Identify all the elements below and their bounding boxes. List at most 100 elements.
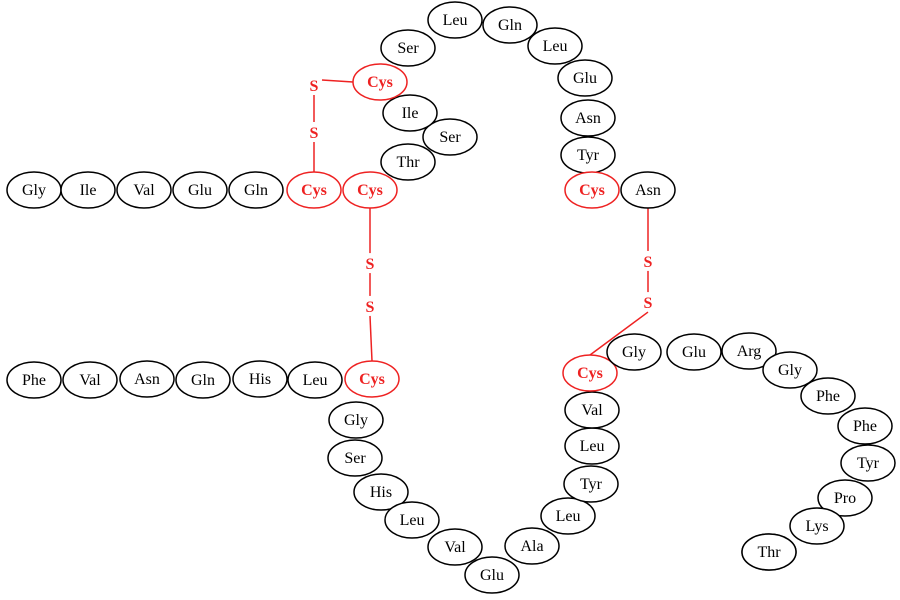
residue-oval (557, 59, 613, 97)
residue-label: Tyr (857, 455, 880, 472)
residue-label: Cys (579, 182, 605, 199)
sulfur-label: S (644, 254, 653, 271)
residue-label: Arg (737, 343, 762, 360)
residue-oval (353, 473, 409, 511)
residue-b5: His (232, 360, 288, 398)
residue-label: Cys (577, 365, 603, 382)
residue-oval (427, 1, 483, 39)
residue-oval (232, 360, 288, 398)
residue-b29: Lys (789, 507, 845, 545)
residue-b10: His (353, 473, 409, 511)
residue-b28: Pro (817, 479, 873, 517)
residue-b26: Tyr (840, 444, 896, 482)
residue-oval (560, 99, 616, 137)
residue-label: Ile (402, 105, 419, 122)
residue-b24: Phe (800, 377, 856, 415)
residue-label: Glu (573, 70, 597, 87)
residue-label: Glu (188, 182, 212, 199)
residue-label: Ser (439, 129, 461, 146)
residue-b21: Glu (666, 333, 722, 371)
residue-oval (175, 361, 231, 399)
residue-label: Gly (344, 412, 368, 429)
residue-b3: Asn (119, 360, 175, 398)
residue-a14: Gln (482, 6, 538, 44)
residue-a7: Cys (342, 171, 398, 209)
residue-label: Cys (359, 371, 385, 388)
residue-a6: Cys (286, 171, 342, 209)
residue-b20: Gly (606, 333, 662, 371)
residue-oval (352, 63, 408, 101)
residue-oval (837, 407, 893, 445)
residue-label: Asn (134, 371, 160, 388)
residue-b15: Leu (540, 497, 596, 535)
residue-oval (342, 171, 398, 209)
residue-label: Val (133, 182, 155, 199)
residue-label: Asn (575, 110, 601, 127)
residue-oval (344, 360, 400, 398)
residue-label: Cys (367, 74, 393, 91)
residue-b9: Ser (327, 439, 383, 477)
residue-label: Pro (834, 490, 856, 507)
residue-oval (527, 27, 583, 65)
residue-oval (327, 439, 383, 477)
residue-oval (62, 361, 118, 399)
residue-label: Val (444, 539, 466, 556)
residue-oval (789, 507, 845, 545)
residue-oval (817, 479, 873, 517)
residue-b16: Tyr (563, 465, 619, 503)
residue-a11: Cys (352, 63, 408, 101)
residue-oval (427, 528, 483, 566)
residue-label: Thr (396, 154, 420, 171)
residue-b14: Ala (504, 527, 560, 565)
residue-label: Gln (244, 182, 268, 199)
residue-oval (422, 118, 478, 156)
residue-oval (380, 29, 436, 67)
residue-b17: Leu (564, 427, 620, 465)
residue-oval (762, 351, 818, 389)
residue-label: Glu (682, 344, 706, 361)
residue-label: Ala (520, 538, 543, 555)
residue-b11: Leu (384, 501, 440, 539)
residue-label: Gln (498, 17, 522, 34)
residue-oval (380, 143, 436, 181)
residue-oval (482, 6, 538, 44)
residue-a8: Thr (380, 143, 436, 181)
sulfur-label: S (366, 299, 375, 316)
residue-a5: Gln (228, 171, 284, 209)
disulfide-bond-line (589, 311, 649, 356)
residue-oval (800, 377, 856, 415)
residue-label: Cys (301, 182, 327, 199)
residue-label: Ile (80, 182, 97, 199)
residue-a10: Ile (382, 94, 438, 132)
residue-a1: Gly (6, 171, 62, 209)
residue-b19: Cys (562, 354, 618, 392)
residue-oval (741, 533, 797, 571)
residue-a13: Leu (427, 1, 483, 39)
residue-oval (464, 556, 520, 594)
residue-label: Val (581, 402, 603, 419)
residue-oval (840, 444, 896, 482)
residue-label: Val (79, 372, 101, 389)
residue-oval (666, 333, 722, 371)
residue-oval (384, 501, 440, 539)
residue-label: Leu (580, 438, 605, 455)
residue-label: Phe (853, 418, 877, 435)
residue-b13: Glu (464, 556, 520, 594)
residue-oval (721, 332, 777, 370)
residue-b6: Leu (287, 361, 343, 399)
residue-a18: Tyr (560, 136, 616, 174)
residue-label: Gly (778, 362, 802, 379)
residue-oval (564, 391, 620, 429)
residue-oval (172, 171, 228, 209)
residue-oval (6, 361, 62, 399)
sulfur-label: S (310, 78, 319, 95)
residue-b7: Cys (344, 360, 400, 398)
residue-oval (540, 497, 596, 535)
residue-label: Glu (480, 567, 504, 584)
residue-oval (564, 171, 620, 209)
residue-a17: Asn (560, 99, 616, 137)
residue-oval (606, 333, 662, 371)
